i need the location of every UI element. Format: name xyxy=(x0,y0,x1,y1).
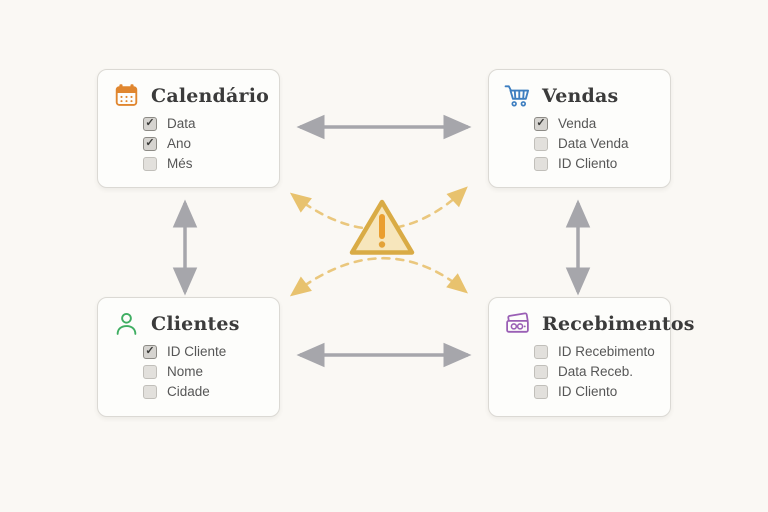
card-header: Recebimentos xyxy=(504,311,694,336)
table-title: Recebimentos xyxy=(542,312,695,335)
table-card-vendas[interactable]: Vendas Venda Data Venda ID Cliento xyxy=(488,69,671,188)
field-label: Nome xyxy=(167,364,204,379)
field-row[interactable]: Ano xyxy=(143,136,279,151)
checkbox[interactable] xyxy=(534,364,548,379)
field-label: Ano xyxy=(167,136,192,151)
checkbox[interactable] xyxy=(143,364,157,379)
field-row[interactable]: ID Cliento xyxy=(534,156,670,171)
field-list: ID Recebimento Data Receb. ID Cliento xyxy=(534,344,670,399)
field-label: ID Cliento xyxy=(558,384,618,399)
checkbox[interactable] xyxy=(143,136,157,151)
field-row[interactable]: Venda xyxy=(534,116,670,131)
field-label: Cidade xyxy=(167,384,210,399)
calendar-icon xyxy=(115,84,138,106)
field-row[interactable]: Nome xyxy=(143,364,279,379)
card-header: Calendário xyxy=(113,83,279,108)
field-list: ID Cliente Nome Cidade xyxy=(143,344,279,399)
checkbox[interactable] xyxy=(534,344,548,359)
cart-icon xyxy=(504,85,530,107)
table-card-clientes[interactable]: Clientes ID Cliente Nome Cidade xyxy=(97,297,280,417)
checkbox[interactable] xyxy=(143,116,157,131)
money-icon xyxy=(506,312,529,333)
card-header: Clientes xyxy=(113,311,279,336)
dashed-curve-bottom xyxy=(289,257,469,297)
dashed-curve-top xyxy=(289,186,468,231)
table-card-calendario[interactable]: Calendário Data Ano Més xyxy=(97,69,280,188)
checkbox[interactable] xyxy=(143,156,157,171)
table-title: Vendas xyxy=(542,84,619,107)
field-row[interactable]: Data xyxy=(143,116,279,131)
field-row[interactable]: ID Cliento xyxy=(534,384,670,399)
field-row[interactable]: Més xyxy=(143,156,279,171)
person-icon xyxy=(116,312,137,335)
field-row[interactable]: ID Recebimento xyxy=(534,344,670,359)
card-header: Vendas xyxy=(504,83,670,108)
checkbox[interactable] xyxy=(143,344,157,359)
table-card-recebimentos[interactable]: Recebimentos ID Recebimento Data Receb. … xyxy=(488,297,694,417)
field-label: ID Recebimento xyxy=(558,344,655,359)
checkbox[interactable] xyxy=(534,156,548,171)
field-list: Venda Data Venda ID Cliento xyxy=(534,116,670,171)
checkbox[interactable] xyxy=(534,116,548,131)
field-label: Venda xyxy=(558,116,597,131)
checkbox[interactable] xyxy=(143,384,157,399)
field-label: Data Receb. xyxy=(558,364,634,379)
field-label: ID Cliento xyxy=(558,156,618,171)
field-row[interactable]: Data Receb. xyxy=(534,364,670,379)
checkbox[interactable] xyxy=(534,384,548,399)
checkbox[interactable] xyxy=(534,136,548,151)
field-row[interactable]: ID Cliente xyxy=(143,344,279,359)
table-title: Calendário xyxy=(151,84,270,107)
field-label: Data xyxy=(167,116,196,131)
field-list: Data Ano Més xyxy=(143,116,279,171)
field-label: Data Venda xyxy=(558,136,629,151)
field-label: ID Cliente xyxy=(167,344,227,359)
warning-triangle-icon xyxy=(349,199,415,255)
table-title: Clientes xyxy=(151,312,240,335)
field-row[interactable]: Data Venda xyxy=(534,136,670,151)
field-label: Més xyxy=(167,156,193,171)
field-row[interactable]: Cidade xyxy=(143,384,279,399)
